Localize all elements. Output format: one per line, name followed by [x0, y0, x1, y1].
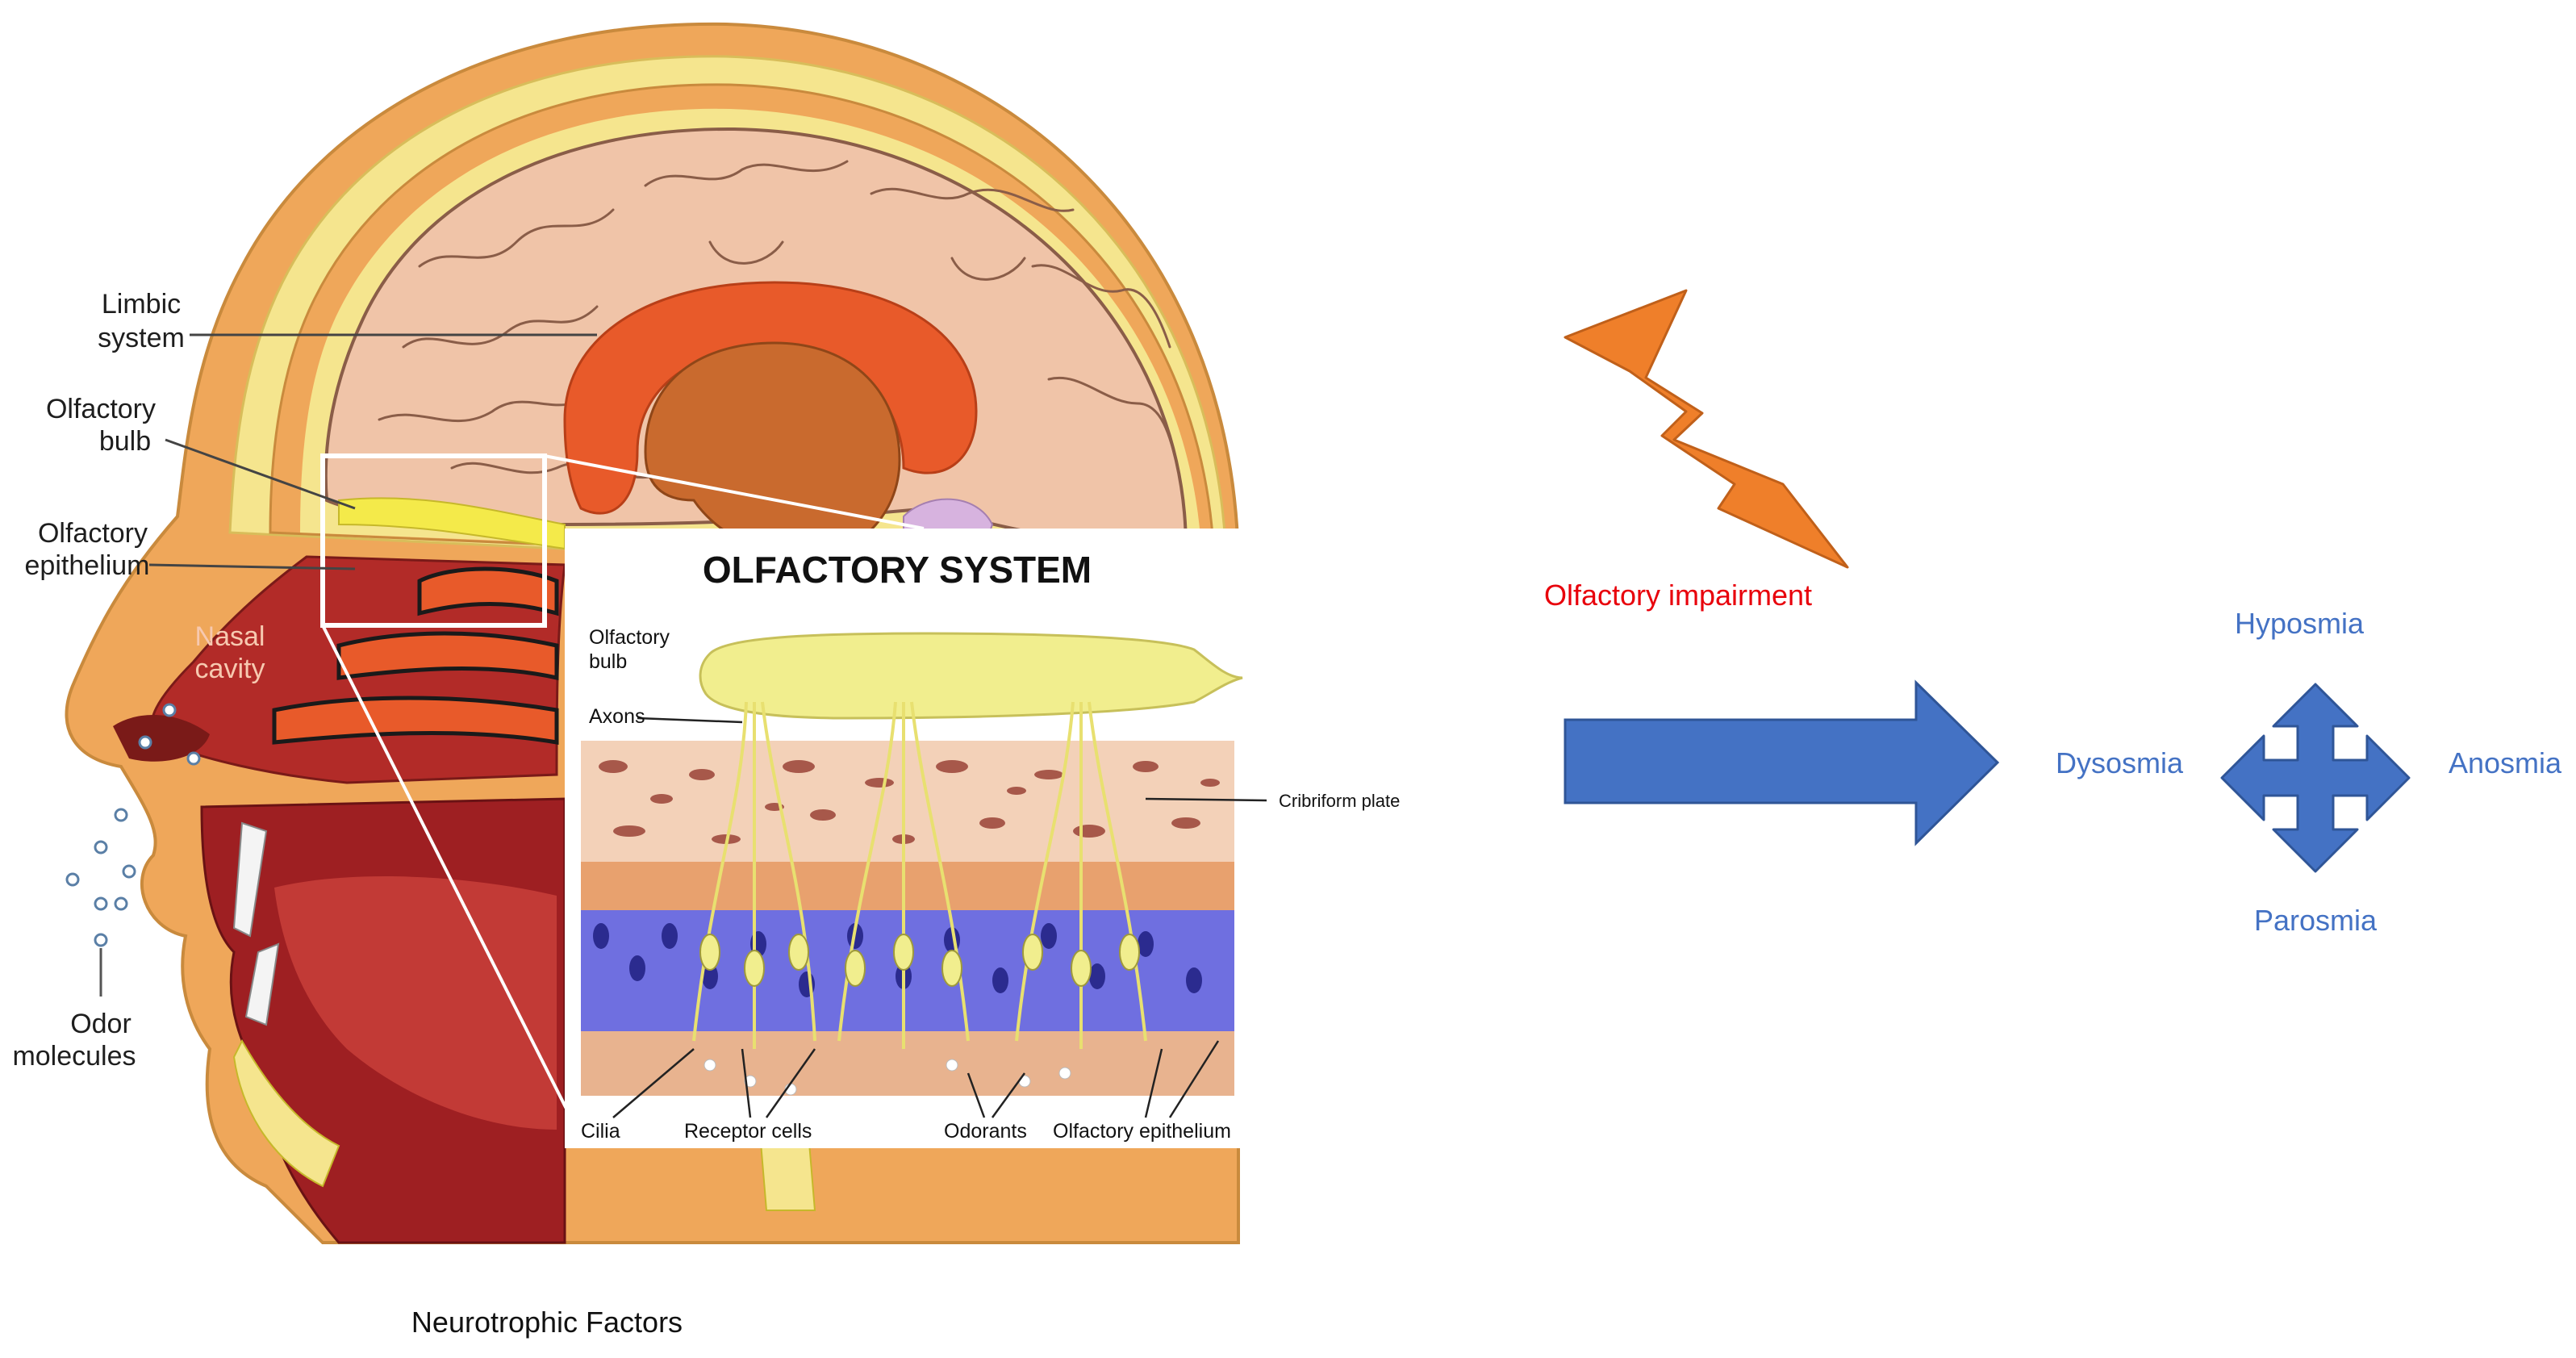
inset-cilia-label: Cilia — [581, 1120, 620, 1143]
bulb-label-line2: bulb — [99, 426, 151, 457]
olfactory-system-inset: OLFACTORY SYSTEM — [565, 529, 1400, 1148]
mucus-layer — [581, 1031, 1234, 1096]
epithelium-label-line2: epithelium — [25, 550, 150, 581]
four-way-arrow-icon — [2220, 683, 2411, 873]
impairment-section — [1564, 289, 2411, 873]
inset-epithelium-label: Olfactory epithelium — [1053, 1120, 1231, 1143]
tongue — [274, 876, 557, 1130]
inset-receptor-label: Receptor cells — [684, 1120, 812, 1143]
odorant-particles — [703, 1059, 1071, 1096]
impairment-labels: Olfactory impairment Hyposmia Dysosmia A… — [1544, 579, 2562, 937]
nasal-label-line1: Nasal — [195, 621, 265, 652]
odor-label-line1: Odor — [70, 1009, 132, 1039]
hyposmia-label: Hyposmia — [2235, 607, 2365, 640]
nasal-turbinates — [272, 566, 559, 745]
bulb-label-line1: Olfactory — [46, 394, 156, 424]
footer-caption: Neurotrophic Factors — [411, 1306, 683, 1339]
nasal-label-line2: cavity — [195, 654, 265, 684]
inset-cribriform-label: Cribriform plate — [1279, 791, 1400, 811]
zoom-line-top — [544, 454, 925, 530]
dysosmia-label: Dysosmia — [2056, 746, 2184, 779]
jaw-bone — [232, 1038, 340, 1188]
limbic-system — [563, 281, 978, 515]
lightning-bolt-icon — [1564, 289, 1849, 569]
head-cross-section: Limbic system Olfactory bulb Olfactory e… — [12, 22, 1240, 1244]
inset-odorants-label: Odorants — [944, 1120, 1027, 1143]
head-labels: Limbic system Olfactory bulb Olfactory e… — [12, 289, 265, 1072]
axon-bundles — [692, 701, 1147, 1049]
thalamus — [644, 341, 901, 558]
inset-bulb-label-line2: bulb — [589, 650, 627, 673]
epithelium-label-line1: Olfactory — [38, 518, 148, 549]
zoom-box — [320, 453, 547, 628]
receptor-cell-bodies — [699, 934, 1140, 987]
anosmia-label: Anosmia — [2449, 746, 2562, 779]
limbic-label-line2: system — [98, 323, 185, 353]
right-arrow-icon — [1564, 679, 2000, 846]
inset-bulb — [699, 632, 1243, 720]
inset-title: OLFACTORY SYSTEM — [703, 549, 1092, 591]
inset-leader-lines — [612, 717, 1267, 1118]
odor-label-line2: molecules — [12, 1041, 136, 1072]
zoom-line-bottom — [321, 625, 570, 1114]
lamina-propria — [581, 862, 1234, 910]
limbic-label-line1: Limbic — [102, 289, 181, 320]
nostril — [113, 715, 210, 762]
head-leader-lines — [148, 333, 597, 570]
inset-bulb-label-line1: Olfactory — [589, 626, 670, 649]
impairment-label: Olfactory impairment — [1544, 579, 1812, 612]
inset-axons-label: Axons — [589, 705, 645, 728]
parosmia-label: Parosmia — [2254, 904, 2378, 937]
odor-molecules — [65, 703, 201, 947]
teeth — [232, 821, 280, 1026]
inset-labels: Olfactory bulb Axons Cribriform plate Ci… — [581, 626, 1400, 1143]
